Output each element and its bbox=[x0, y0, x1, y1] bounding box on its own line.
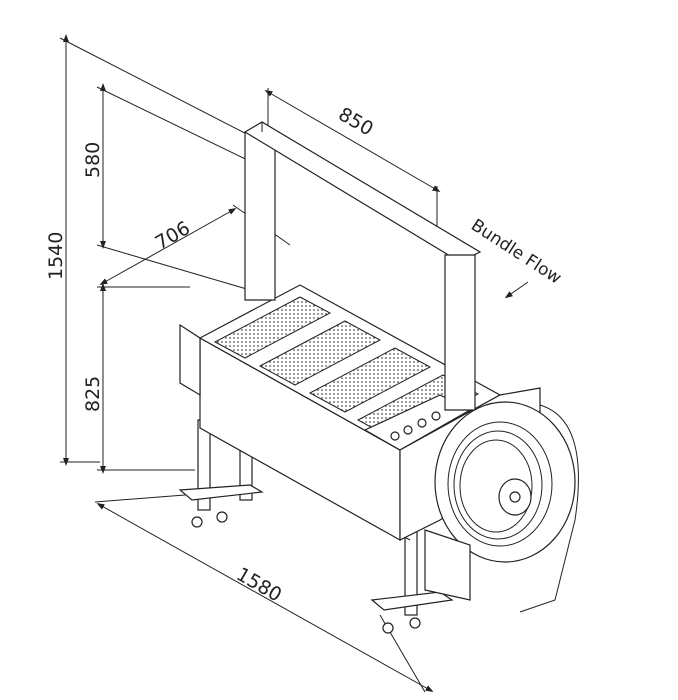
bundle-flow-label: Bundle Flow bbox=[467, 215, 565, 288]
bundle-flow-arrow-icon bbox=[504, 281, 529, 299]
dim-850-label: 850 bbox=[335, 103, 377, 140]
sealing-arch bbox=[243, 121, 482, 411]
dim-1540-label: 1540 bbox=[45, 232, 67, 280]
dim-706-label: 706 bbox=[152, 217, 194, 254]
dim-1580-label: 1580 bbox=[233, 563, 286, 606]
dim-580-label: 580 bbox=[82, 142, 104, 178]
strap-coil bbox=[424, 401, 579, 613]
dim-825-label: 825 bbox=[82, 376, 104, 412]
